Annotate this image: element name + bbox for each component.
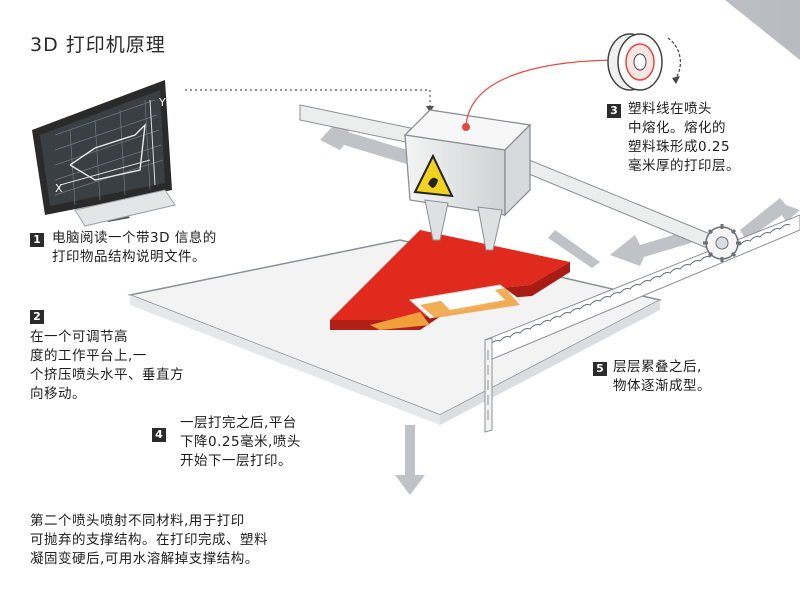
gear-icon [703, 224, 741, 262]
monitor-x-label: X [55, 182, 63, 195]
step-2-text: 在一个可调节高 度的工作平台上,一 个挤压喷头水平、垂直方 向移动。 [30, 329, 184, 402]
step-1-text: 电脑阅读一个带3D 信息的 打印物品结构说明文件。 [52, 230, 217, 265]
step-4-text: 一层打完之后,平台 下降0.25毫米,喷头 开始下一层打印。 [180, 415, 301, 469]
page-title: 3D 打印机原理 [30, 34, 166, 56]
step-3-number-badge: 3 [607, 104, 621, 118]
footer-note: 第二个喷头喷射不同材料,用于打印 可抛弃的支撑结构。在打印完成、塑料 凝固变硬后… [30, 513, 268, 567]
printed-object [330, 230, 570, 330]
print-head [403, 109, 532, 251]
monitor-icon [32, 80, 172, 222]
motion-arrows [320, 118, 800, 495]
platform-edge [440, 300, 660, 425]
filament-line [465, 59, 623, 127]
filament-spool-icon [607, 33, 681, 91]
platform-edge-left [130, 295, 440, 425]
monitor-y-label: Y [158, 96, 166, 109]
step-3-text: 塑料线在喷头 中熔化。熔化的 塑料珠形成0.25 毫米厚的打印层。 [628, 101, 740, 174]
warning-hot-icon [413, 153, 454, 198]
step-4-number-badge: 4 [152, 428, 166, 442]
step-5-text: 层层累叠之后, 物体逐渐成型。 [613, 359, 711, 394]
step-2-number-badge: 2 [30, 310, 44, 324]
step-5-number-badge: 5 [593, 362, 607, 376]
step-1-number-badge: 1 [30, 233, 44, 247]
data-cable-line [185, 89, 431, 108]
keyboard-icon [74, 189, 176, 227]
